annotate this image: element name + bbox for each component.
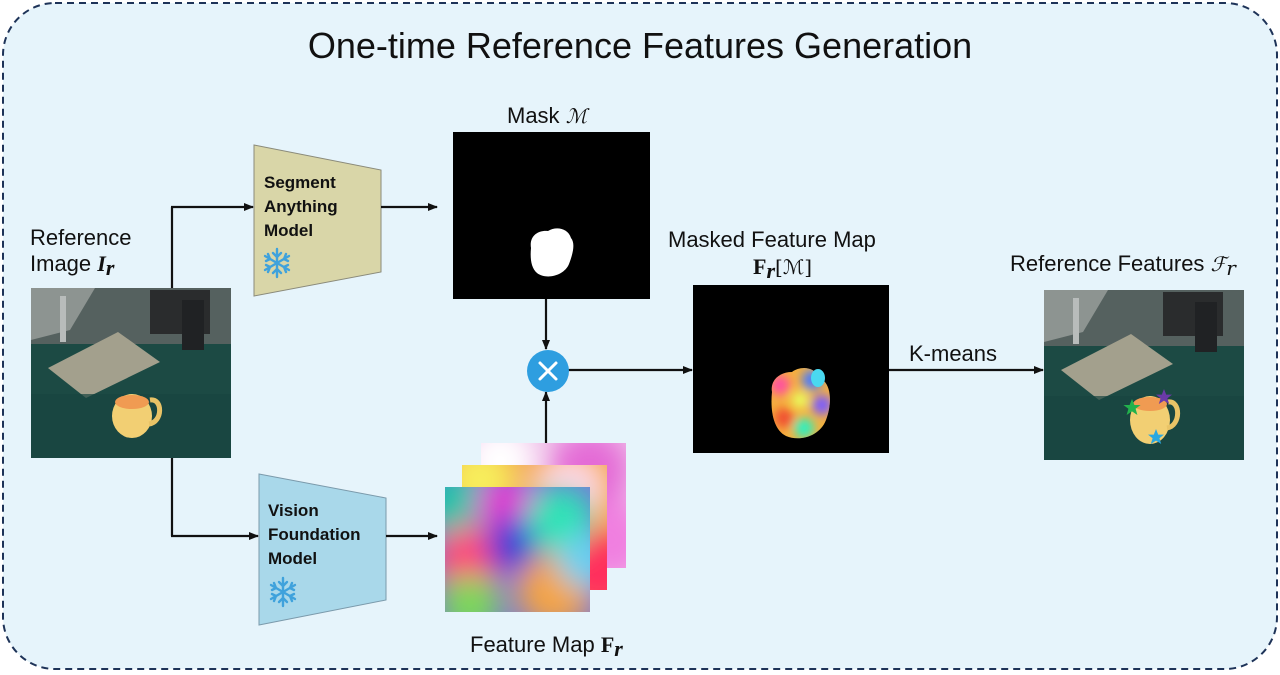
mask-label: Mask ℳ [507,103,588,128]
feature-star-icon [1148,429,1164,444]
feature-map-label: Feature Map Fr [470,632,623,661]
diagram-title: One-time Reference Features Generation [307,25,973,66]
masked-feature-map-image [693,285,889,453]
feature-map-stack [445,443,626,612]
reference-features-image [1044,290,1244,460]
mask-image [453,132,650,299]
masked-feature-map-symbol: Fr[ℳ] [753,254,813,283]
sam-snowflake-icon [263,247,291,279]
reference-image [31,288,231,458]
feature-star-icon [1156,389,1172,404]
reference-image-label: Reference Image Ir [30,225,132,280]
feature-star-icon [1123,399,1141,415]
vfm-snowflake-icon [269,576,297,608]
multiply-icon [527,350,569,392]
masked-feature-map-label: Masked Feature Map [668,227,876,252]
kmeans-label: K-means [909,341,998,366]
reference-features-label: Reference Features ℱr [1010,251,1236,280]
